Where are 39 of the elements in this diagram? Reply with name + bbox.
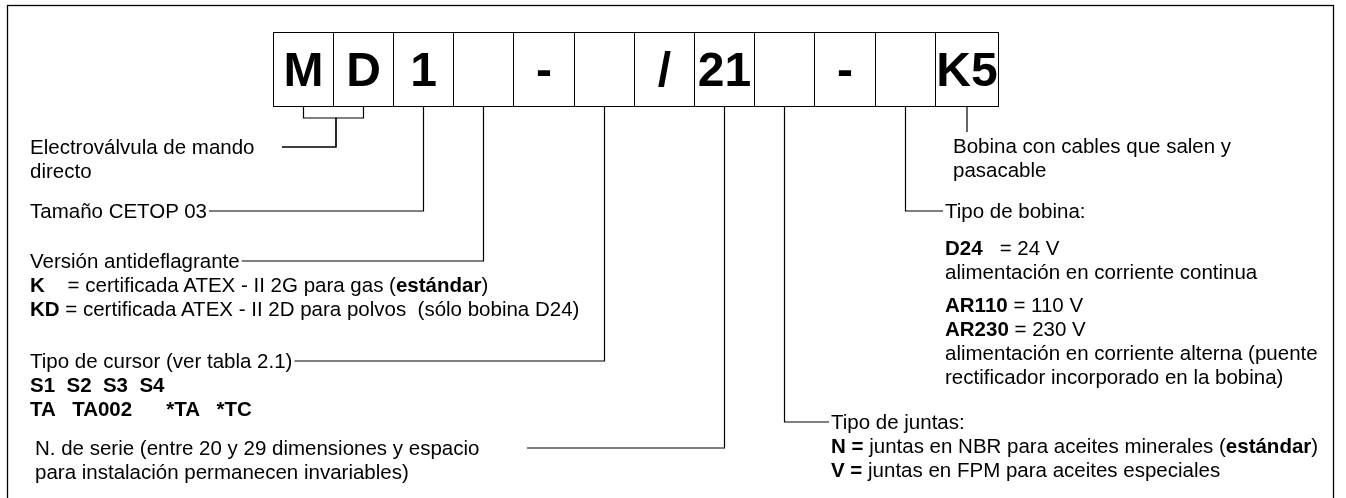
label-text: Tamaño CETOP 03 [30, 199, 207, 223]
label-text: N. de serie (entre 20 y 29 dimensiones y espacio para instalación permanecen invariables) [35, 436, 525, 484]
option-text: S1 S2 S3 S4 [30, 373, 165, 397]
code-box: D [333, 32, 394, 107]
option-text: AR230 = 230 V [945, 317, 1086, 341]
option-text: alimentación en corriente continua [945, 260, 1258, 284]
leader-line [966, 106, 968, 133]
option-text: AR110 = 110 V [945, 293, 1084, 317]
code-box: 21 [694, 32, 755, 107]
code-box [453, 32, 514, 107]
label-text: Versión antideflagrante [30, 249, 240, 273]
code-box [875, 32, 936, 107]
leader-line [526, 106, 726, 449]
option-text: K = certificada ATEX - II 2G para gas (estándar) [30, 273, 489, 297]
leader-line [783, 106, 830, 423]
label-text: Bobina con cables que salen y pasacable [953, 134, 1253, 182]
code-box [754, 32, 815, 107]
leader-line [293, 106, 606, 362]
leader-line [241, 106, 485, 262]
code-box [574, 32, 635, 107]
label-text: Electroválvula de mando directo [30, 135, 280, 183]
option-text: alimentación en corriente alterna (puente rectificador incorporado en la bobina) [945, 341, 1319, 389]
code-box: M [273, 32, 334, 107]
option-text: D24 = 24 V [945, 236, 1060, 260]
code-box: K5 [935, 32, 999, 107]
leader-line [208, 106, 425, 212]
code-box: 1 [393, 32, 454, 107]
code-box: - [814, 32, 876, 107]
leader-line [281, 106, 365, 148]
option-text: TA TA002 *TA *TC [30, 397, 252, 421]
label-text: Tipo de juntas: [831, 410, 965, 434]
option-text: KD = certificada ATEX - II 2D para polvos (sólo bobina D24) [30, 297, 580, 321]
option-text: V = juntas en FPM para aceites especiales [831, 458, 1221, 482]
code-box: / [634, 32, 695, 107]
label-text: Tipo de bobina: [945, 199, 1086, 223]
code-box: - [513, 32, 575, 107]
label-text: Tipo de cursor (ver tabla 2.1) [30, 349, 293, 373]
option-text: N = juntas en NBR para aceites minerales (estándar) [831, 434, 1319, 458]
leader-line [904, 106, 944, 212]
